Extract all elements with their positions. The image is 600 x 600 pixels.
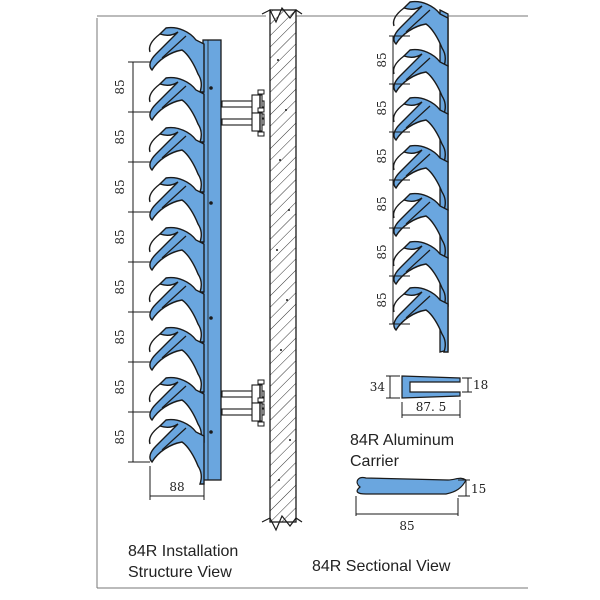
blade-height-label: 15 xyxy=(471,482,486,496)
carrier-caption-line1: 84R Aluminum xyxy=(350,432,455,449)
pitch-label: 85 xyxy=(113,279,127,294)
lower-wall-bracket-2 xyxy=(221,397,265,427)
carrier-caption-line2: Carrier xyxy=(350,453,399,470)
wall-aggregate-dots xyxy=(276,59,291,481)
pitch-label: 85 xyxy=(113,379,127,394)
carrier-profile-shape xyxy=(401,375,461,399)
sectional-view: 85 85 85 85 85 85 xyxy=(375,0,449,353)
installation-caption-line2: Structure View xyxy=(128,564,232,581)
section-pitch-labels: 85 85 85 85 85 85 xyxy=(375,52,389,307)
pitch-label: 85 xyxy=(113,429,127,444)
carrier-width-label: 87. 5 xyxy=(416,400,447,414)
installation-blades xyxy=(148,26,205,485)
bottom-width-label: 88 xyxy=(169,480,184,494)
carrier-profile: 34 18 87. 5 xyxy=(370,375,488,418)
wall-break-bottom xyxy=(261,514,303,532)
concrete-wall xyxy=(269,9,297,523)
carrier-lip-label: 18 xyxy=(473,378,488,392)
installation-structure-view: 85 85 85 85 85 85 85 85 88 xyxy=(113,6,303,532)
section-pitch-label: 85 xyxy=(375,196,389,211)
section-pitch-label: 85 xyxy=(375,100,389,115)
pitch-ticks xyxy=(128,61,150,463)
sectional-caption: 84R Sectional View xyxy=(312,558,451,575)
section-pitch-label: 85 xyxy=(375,148,389,163)
vertical-carrier xyxy=(202,39,222,481)
wall-break-top xyxy=(261,6,303,24)
section-pitch-label: 85 xyxy=(375,244,389,259)
upper-wall-bracket-2 xyxy=(221,107,265,137)
blade-section-shape xyxy=(356,477,467,495)
carrier-height-label: 34 xyxy=(370,380,386,394)
section-pitch-ticks xyxy=(389,35,410,325)
pitch-labels: 85 85 85 85 85 85 85 85 xyxy=(113,79,127,444)
section-pitch-label: 85 xyxy=(375,292,389,307)
pitch-label: 85 xyxy=(113,79,127,94)
blade xyxy=(148,418,205,485)
pitch-label: 85 xyxy=(113,229,127,244)
blade-width-label: 85 xyxy=(399,519,414,533)
pitch-label: 85 xyxy=(113,179,127,194)
pitch-label: 85 xyxy=(113,129,127,144)
installation-caption-line1: 84R Installation xyxy=(128,543,239,560)
section-pitch-label: 85 xyxy=(375,52,389,67)
carrier-rivets xyxy=(209,86,213,434)
blade-section: 15 85 xyxy=(355,477,486,533)
pitch-label: 85 xyxy=(113,329,127,344)
